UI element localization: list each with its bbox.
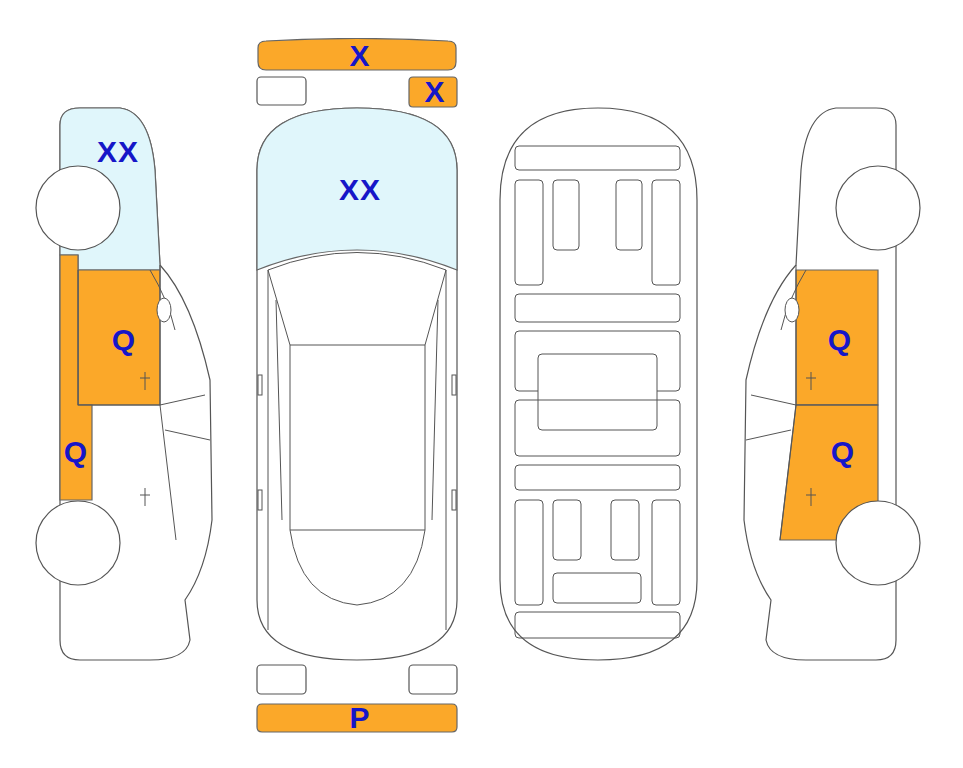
panel-shape (60, 255, 92, 500)
panel-outline (779, 404, 879, 542)
windshield-panel: XX (256, 107, 458, 272)
door-panel: Q (794, 269, 879, 407)
panel-shape (257, 704, 457, 732)
mirror (452, 375, 456, 395)
damage-code: XX (339, 175, 381, 205)
left-side-lines (78, 265, 210, 540)
damage-code: Q (64, 437, 88, 467)
wheel (836, 166, 920, 250)
damage-code: Q (112, 325, 136, 355)
right-side-lines (746, 265, 878, 540)
panel-shape (258, 39, 456, 71)
panel-shape (257, 108, 457, 270)
damage-code: P (349, 703, 370, 733)
car-left-side (60, 108, 212, 660)
damage-code: Q (828, 325, 852, 355)
wheel (36, 501, 120, 585)
car-right-side (744, 108, 896, 660)
bumper-panel: P (256, 702, 458, 734)
panel-shape (78, 270, 160, 405)
door-panel: Q (779, 404, 879, 542)
panel-shape (796, 270, 878, 405)
rear-window (290, 530, 425, 605)
taillight-box (409, 665, 457, 694)
mirror (258, 375, 262, 395)
side-glass (276, 300, 438, 520)
wheel (36, 166, 120, 250)
panel-shape (60, 108, 160, 270)
door-panel: Q (77, 269, 162, 407)
damage-code: XX (97, 137, 139, 167)
windshield-panel: XX (59, 107, 162, 272)
damage-code: X (349, 41, 370, 71)
underside-frame (515, 146, 680, 638)
car-underside (500, 108, 697, 660)
body-line (268, 270, 446, 630)
car-top-view (257, 108, 457, 660)
bumper-panel: X (256, 38, 458, 72)
wheel (836, 501, 920, 585)
mirror (258, 490, 262, 510)
taillight-box (257, 665, 306, 694)
panel-shape (409, 77, 457, 107)
damage-code: Q (831, 437, 855, 467)
headlight-box (257, 77, 306, 105)
panel-outline (59, 107, 162, 272)
damage-code: X (424, 77, 445, 107)
rocker-panel: Q (59, 254, 94, 502)
headlight-panel: X (408, 76, 458, 108)
windshield (268, 270, 446, 345)
mirror (452, 490, 456, 510)
panel-shape (780, 405, 878, 540)
roof (290, 345, 425, 530)
